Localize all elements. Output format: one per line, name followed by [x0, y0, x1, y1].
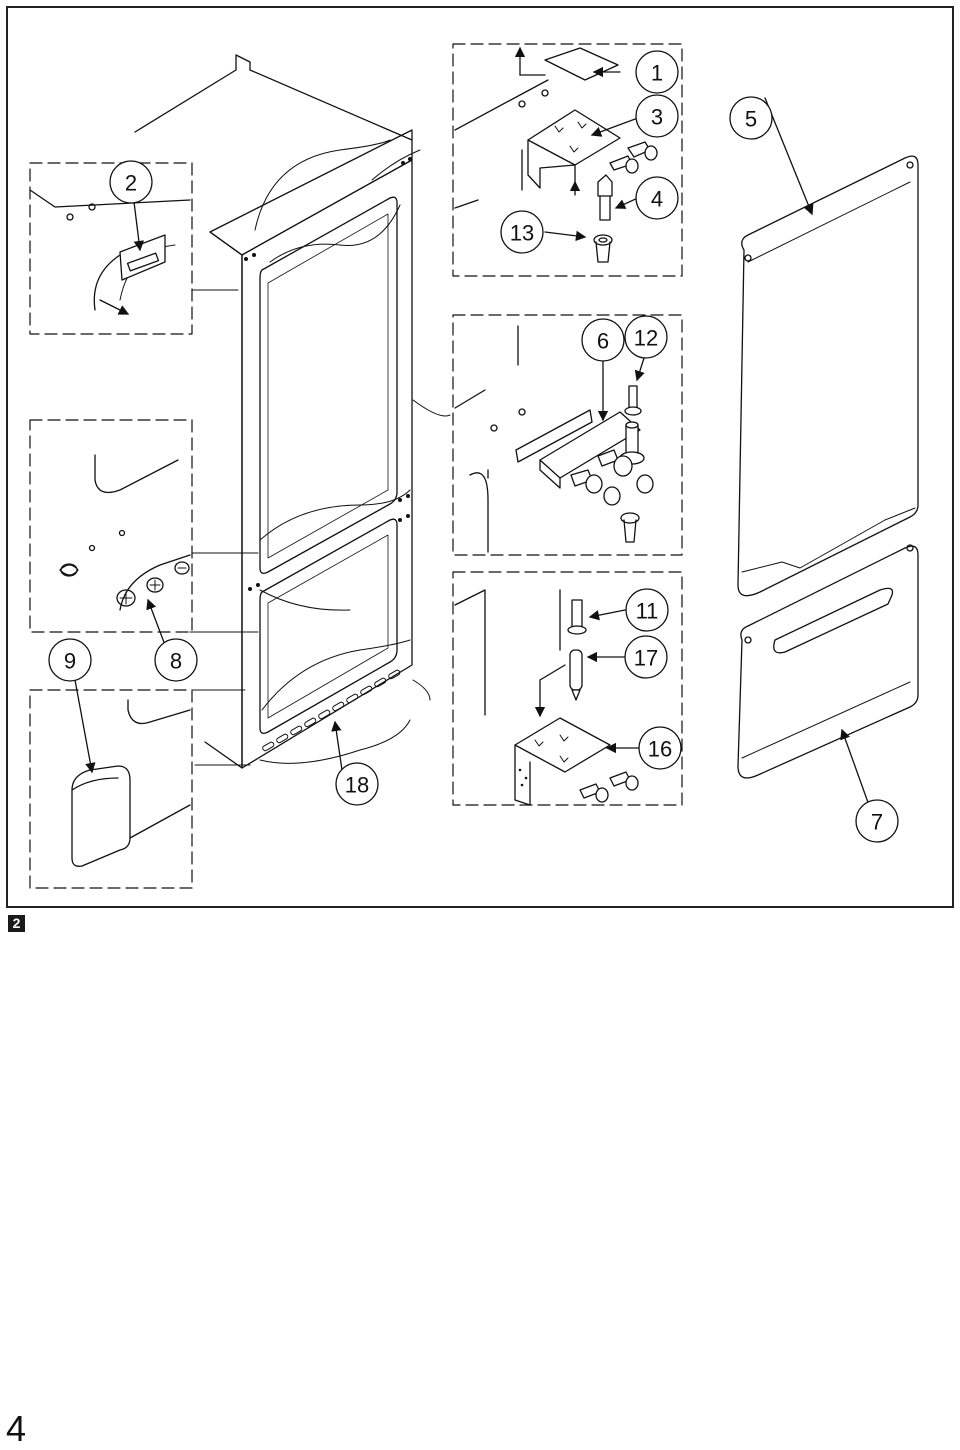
callout-5: 5 — [745, 107, 757, 132]
callout-1: 1 — [651, 61, 663, 86]
detail-top-hinge — [454, 46, 658, 263]
callout-12: 12 — [634, 326, 658, 351]
detail-top-left — [29, 189, 191, 315]
vent-leader — [331, 720, 343, 771]
callout-17: 17 — [634, 646, 658, 671]
cabinet — [119, 54, 451, 769]
exploded-diagram: 1 2 3 4 5 6 7 8 9 11 12 13 16 17 18 — [29, 43, 919, 889]
callout-9: 9 — [64, 649, 76, 674]
callout-3: 3 — [651, 105, 663, 130]
callouts — [48, 50, 899, 843]
detail-bottom-left — [71, 679, 191, 867]
detail-middle-left — [59, 454, 191, 646]
lower-door — [737, 544, 919, 809]
callout-13: 13 — [510, 221, 534, 246]
page-number: 4 — [6, 1408, 27, 1449]
callout-8: 8 — [170, 649, 182, 674]
callout-4: 4 — [651, 187, 663, 212]
callout-18: 18 — [345, 773, 369, 798]
callout-11: 11 — [636, 599, 659, 624]
callout-7: 7 — [871, 810, 883, 835]
detail-middle-hinge — [454, 325, 654, 553]
figure-number-tag: 2 — [8, 915, 25, 932]
callout-16: 16 — [648, 737, 672, 762]
callout-labels: 1 2 3 4 5 6 7 8 9 11 12 13 16 17 18 — [64, 61, 883, 835]
callout-6: 6 — [597, 329, 609, 354]
callout-2: 2 — [125, 171, 137, 196]
detail-bottom-hinge — [454, 589, 644, 806]
upper-door — [737, 97, 919, 597]
